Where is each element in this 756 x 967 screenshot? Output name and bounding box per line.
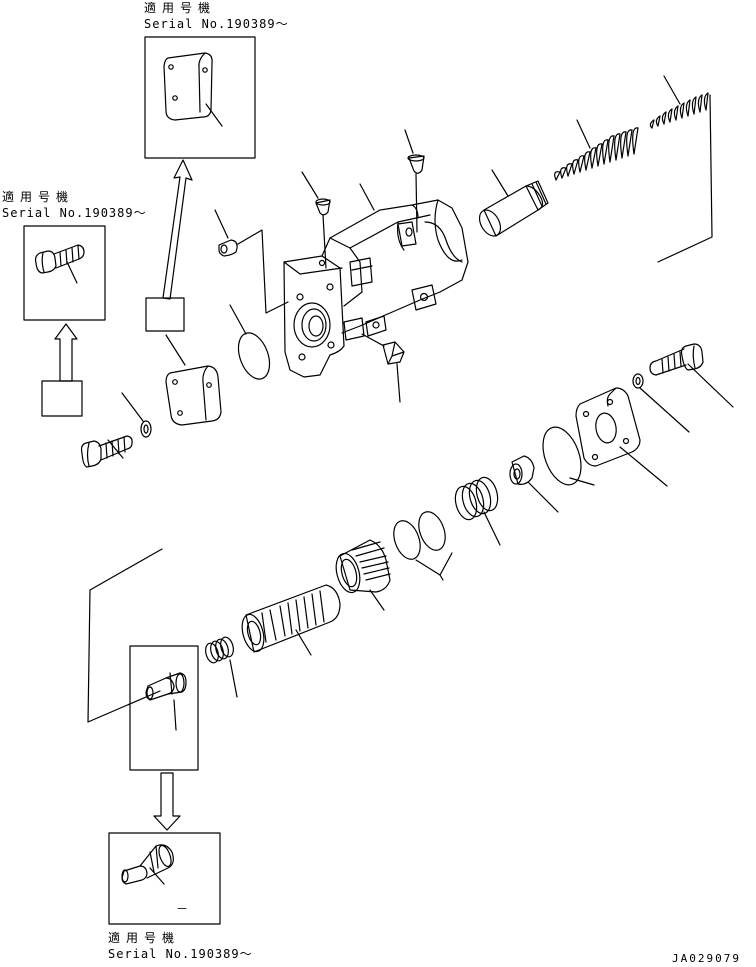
o-ring-icon xyxy=(233,329,276,384)
leader-line xyxy=(166,335,185,365)
leader-line xyxy=(238,230,288,313)
plug-icon xyxy=(383,342,404,364)
spool-icon xyxy=(238,585,340,654)
reference-box xyxy=(146,298,184,331)
serial-box-top xyxy=(145,37,255,158)
serial-note-bottom-serial: Serial No.190389～ xyxy=(108,947,253,961)
serial-note-top-serial: Serial No.190389～ xyxy=(144,17,289,31)
arrow-icon xyxy=(55,324,77,381)
cover-icon xyxy=(166,366,221,425)
leader-line xyxy=(664,76,680,104)
leader-line xyxy=(416,174,417,232)
drawing-code: JA029079 xyxy=(672,952,741,965)
spring-icon xyxy=(555,128,638,180)
leader-line xyxy=(174,700,176,730)
leader-line xyxy=(67,262,77,283)
serial-note-left-applicable: 適用号機 xyxy=(2,190,75,204)
leader-line xyxy=(362,334,384,346)
o-ring-icon xyxy=(536,422,588,490)
leader-line xyxy=(528,482,558,512)
leader-line xyxy=(206,104,222,126)
piston-icon xyxy=(332,540,390,595)
leader-line xyxy=(405,130,413,153)
leader-line xyxy=(150,868,164,884)
leader-line xyxy=(360,184,374,210)
spring-icon xyxy=(650,93,708,128)
spring-icon xyxy=(452,475,501,522)
piston-icon xyxy=(475,181,548,240)
leader-line xyxy=(640,388,689,432)
plug-icon xyxy=(219,240,237,256)
leader-line xyxy=(440,575,443,580)
arrow-icon xyxy=(163,160,192,299)
leader-line xyxy=(323,215,326,268)
arrow-icon xyxy=(154,773,180,830)
leader-line xyxy=(570,478,594,485)
o-ring-icon xyxy=(389,508,450,563)
plug-icon xyxy=(510,456,534,484)
washer-icon xyxy=(141,421,151,437)
bolt-icon xyxy=(36,245,85,273)
leader-line xyxy=(215,210,228,238)
reference-box xyxy=(42,381,82,416)
serial-box-bottom xyxy=(109,833,220,924)
leader-line xyxy=(577,120,590,148)
leader-line xyxy=(108,440,123,458)
pin-icon xyxy=(122,844,173,884)
leader-line xyxy=(484,512,500,545)
bolt-icon xyxy=(82,436,133,467)
leader-line xyxy=(230,660,237,697)
leader-line xyxy=(688,364,733,407)
plug-icon xyxy=(408,155,424,173)
bolt-icon xyxy=(650,344,703,375)
leader-line xyxy=(122,393,143,421)
leader-line xyxy=(397,364,400,402)
leader-line xyxy=(620,447,667,486)
serial-note-left-serial: Serial No.190389～ xyxy=(2,206,147,220)
leader-line xyxy=(492,170,508,196)
serial-note-bottom-applicable: 適用号機 xyxy=(108,931,181,945)
reference-box-pin xyxy=(130,646,198,770)
serial-box-left xyxy=(24,226,105,320)
plug-icon xyxy=(316,199,330,215)
washer-icon xyxy=(633,374,643,388)
valve-body-icon xyxy=(284,200,468,377)
leader-line xyxy=(370,590,384,610)
pin-icon xyxy=(146,673,186,700)
leader-line xyxy=(658,95,712,262)
leader-line xyxy=(416,553,452,575)
leader-line xyxy=(302,172,318,198)
leader-line xyxy=(230,305,246,334)
leader-line xyxy=(88,549,162,722)
cover-icon xyxy=(164,53,212,120)
bottom-box-note: － xyxy=(176,902,190,916)
flange-icon xyxy=(576,388,640,466)
serial-note-top-applicable: 適用号機 xyxy=(144,1,217,15)
leader-line xyxy=(296,630,311,655)
spring-icon xyxy=(204,636,236,664)
